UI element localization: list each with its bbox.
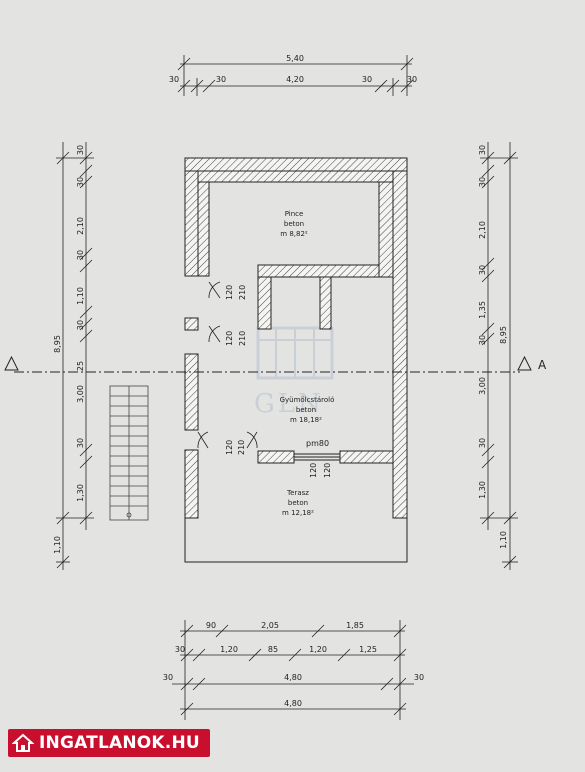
room-labels: Pince beton m 8,82² Gyümölcstároló beton…: [280, 210, 335, 517]
section-line: A: [4, 355, 547, 373]
wall-pince-top: [197, 170, 394, 183]
section-marker-left: [4, 355, 19, 371]
svg-text:1,20: 1,20: [220, 645, 238, 654]
svg-text:30: 30: [76, 177, 85, 187]
wall-pince-bottom: [257, 264, 380, 278]
site-logo[interactable]: INGATLANOK.HU: [8, 729, 210, 757]
svg-text:3,00: 3,00: [76, 385, 85, 403]
svg-text:1,30: 1,30: [478, 481, 487, 499]
svg-text:30: 30: [478, 265, 487, 275]
svg-text:120: 120: [225, 440, 234, 455]
svg-text:1,25: 1,25: [359, 645, 377, 654]
svg-text:30: 30: [175, 645, 185, 654]
staircase: [109, 385, 149, 521]
svg-text:120: 120: [225, 331, 234, 346]
svg-text:30: 30: [163, 673, 173, 682]
top-dimension-labels: 5,40 30 30 4,20 30 30: [169, 54, 417, 84]
window: [294, 453, 340, 461]
svg-text:8,95: 8,95: [499, 326, 508, 344]
svg-text:4,20: 4,20: [286, 75, 304, 84]
svg-text:8,95: 8,95: [53, 335, 62, 353]
svg-text:5,40: 5,40: [286, 54, 304, 63]
wall-top: [184, 157, 408, 172]
svg-text:1,20: 1,20: [309, 645, 327, 654]
svg-text:120: 120: [309, 463, 318, 478]
svg-text:4,80: 4,80: [284, 673, 302, 682]
svg-text:85: 85: [268, 645, 278, 654]
svg-text:30: 30: [76, 145, 85, 155]
wall-bottom-1: [257, 450, 295, 464]
room-pince-name: Pince: [285, 210, 304, 218]
room-terasz-name: Terasz: [286, 489, 309, 497]
svg-text:210: 210: [238, 331, 247, 346]
room-gyumolcs-material: beton: [296, 406, 316, 414]
bottom-dimensions: [172, 620, 414, 720]
svg-text:30: 30: [478, 438, 487, 448]
svg-text:30: 30: [216, 75, 226, 84]
svg-text:1,35: 1,35: [478, 301, 487, 319]
section-marker-right: [517, 355, 532, 371]
svg-text:30: 30: [414, 673, 424, 682]
wall-pince-right: [378, 181, 394, 278]
walls: [184, 157, 408, 519]
svg-text:30: 30: [169, 75, 179, 84]
svg-text:30: 30: [362, 75, 372, 84]
svg-text:30: 30: [478, 335, 487, 345]
svg-text:1,30: 1,30: [76, 484, 85, 502]
room-pince-material: beton: [284, 220, 304, 228]
wall-left-4: [184, 449, 199, 519]
svg-text:2,05: 2,05: [261, 621, 279, 630]
svg-text:120: 120: [323, 463, 332, 478]
svg-text:120: 120: [225, 285, 234, 300]
logo-text: INGATLANOK.HU: [39, 733, 200, 753]
left-dimension-labels: 8,95 30 30 2,10 30 1,10 30 25 3,00 30 1,…: [53, 145, 85, 554]
house-icon: [12, 733, 34, 752]
svg-text:210: 210: [238, 285, 247, 300]
wall-bottom-2: [339, 450, 394, 464]
doors: [197, 281, 258, 449]
svg-text:30: 30: [76, 320, 85, 330]
svg-text:30: 30: [76, 438, 85, 448]
svg-text:2,10: 2,10: [76, 217, 85, 235]
top-dimensions: [177, 55, 414, 96]
watermark-text: GLN: [254, 389, 324, 419]
svg-text:30: 30: [478, 177, 487, 187]
terrace-outline: [184, 518, 408, 563]
svg-text:1,10: 1,10: [499, 531, 508, 549]
svg-text:210: 210: [237, 440, 246, 455]
watermark: GLN: [254, 326, 334, 419]
section-label-right: A: [538, 358, 547, 372]
wall-pince-left: [197, 181, 210, 277]
wall-stub-2: [319, 276, 332, 330]
svg-text:4,80: 4,80: [284, 699, 302, 708]
svg-text:90: 90: [206, 621, 216, 630]
wall-left-2: [184, 317, 199, 331]
room-terasz-area: m 12,18²: [282, 509, 314, 517]
room-terasz-material: beton: [288, 499, 308, 507]
svg-text:pm80: pm80: [306, 439, 329, 448]
svg-text:1,10: 1,10: [53, 536, 62, 554]
svg-text:30: 30: [407, 75, 417, 84]
svg-text:3,00: 3,00: [478, 377, 487, 395]
right-dimension-labels: 8,95 30 30 2,10 30 1,35 30 3,00 30 1,30 …: [478, 145, 508, 549]
left-dimensions: [56, 142, 94, 570]
room-gyumolcs-area: m 18,18²: [290, 416, 322, 424]
right-dimensions: [480, 142, 518, 570]
svg-text:25: 25: [76, 361, 85, 371]
wall-left-3: [184, 353, 199, 431]
svg-text:1,85: 1,85: [346, 621, 364, 630]
svg-text:1,10: 1,10: [76, 287, 85, 305]
opening-labels: 120 210 120 210 120 210 pm80 120 120: [225, 285, 332, 478]
svg-text:2,10: 2,10: [478, 221, 487, 239]
room-gyumolcs-name: Gyümölcstároló: [280, 396, 335, 404]
wall-left-1: [184, 170, 199, 277]
svg-text:30: 30: [76, 250, 85, 260]
wall-stub-1: [257, 276, 272, 330]
wall-right: [392, 170, 408, 519]
svg-text:30: 30: [478, 145, 487, 155]
room-pince-area: m 8,82²: [280, 230, 308, 238]
bottom-dimension-labels: 90 2,05 1,85 30 1,20 85 1,20 1,25 30 4,8…: [163, 621, 424, 708]
